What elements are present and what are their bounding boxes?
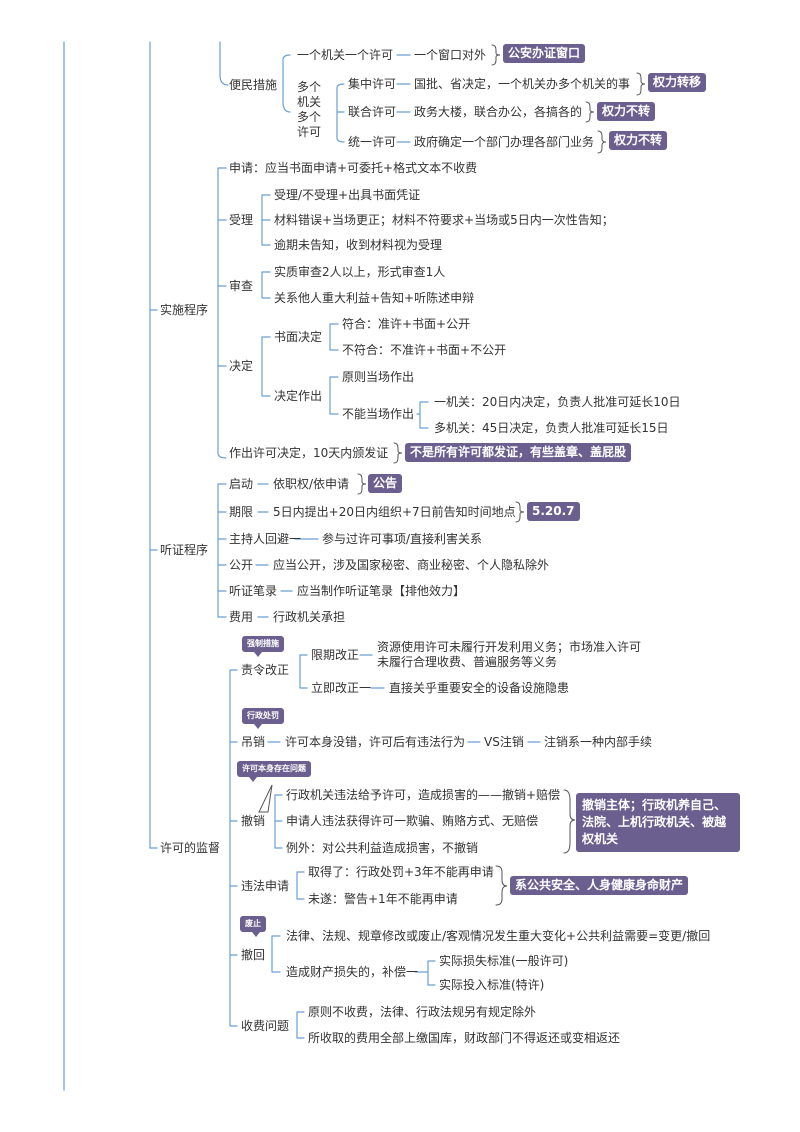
node-deadline-correct: 限期改正 [311,648,360,662]
node-centralized-desc: 国批、省决定，一个机关办多个机关的事 [414,77,631,91]
node-withdraw-2: 造成财产损失的，补偿一 [286,965,419,979]
node-not-on-site: 不能当场作出 [342,407,415,421]
tag-not-all-certificates: 不是所有许可都发证，有些盖章、盖屁股 [405,443,632,462]
node-public-desc: 应当公开，涉及国家秘密、商业秘密、个人隐私除外 [273,558,550,572]
node-rescind-2: 申请人违法获得许可一欺骗、贿赂方式、无赔偿 [286,814,539,828]
node-one-window: 一个窗口对外 [414,48,487,62]
node-transcript-desc: 应当制作听证笔录【排他效力】 [297,584,466,598]
node-start-desc: 依职权/依申请 [273,477,350,491]
node-cost-desc: 行政机关承担 [273,610,346,624]
tag-power-transfer: 权力转移 [648,73,707,92]
node-acceptance-1: 受理/不受理+出具书面凭证 [274,188,421,202]
node-recusal: 主持人回避一 [229,532,302,546]
node-transcript: 听证笔录 [229,584,278,598]
tag-power-stay-2: 权力不转 [609,131,668,150]
node-centralized: 集中许可 [348,77,397,91]
node-immediate-correct-desc: 直接关乎重要安全的设备设施隐患 [389,681,570,695]
tag-police-window: 公安办证窗口 [503,44,586,63]
node-deadline-correct-desc-1: 资源使用许可未履行开发利用义务；市场准入许可 [377,640,642,654]
node-hearing: 听证程序 [160,543,209,557]
node-cost: 费用 [229,610,254,624]
node-implementation: 实施程序 [160,303,209,317]
node-written-decision: 书面决定 [274,330,323,344]
node-order-correct: 责令改正 [241,663,290,677]
node-illegal-attempted: 未遂：警告+1年不能再申请 [308,892,458,906]
badge-penalty: 行政处罚 [242,708,284,729]
node-decision-made: 决定作出 [274,389,323,403]
node-revoke-license-desc: 许可本身没错，许可后有违法行为 [285,735,466,749]
node-noncompliant: 不符合：不准许+书面+不公开 [342,343,507,357]
node-recusal-desc: 参与过许可事项/直接利害关系 [322,532,483,546]
tag-power-stay-1: 权力不转 [597,102,656,121]
badge-coercive: 强制措施 [242,636,284,657]
node-one-agency: 一个机关一个许可 [297,48,394,62]
node-actual-investment: 实际投入标准(特许) [439,978,545,992]
node-review-2: 关系他人重大利益+告知+听陈述申辩 [274,291,475,305]
node-start: 启动 [229,477,254,491]
node-decision: 决定 [229,359,254,373]
node-immediate-correct: 立即改正一 [311,681,372,695]
node-public: 公开 [229,558,254,572]
node-fees: 收费问题 [241,1019,290,1033]
node-fees-1: 原则不收费，法律、行政法规另有规定除外 [308,1005,537,1019]
node-withdraw: 撤回 [241,948,266,962]
node-supervision: 许可的监督 [160,841,221,855]
node-unified: 统一许可 [348,135,397,149]
node-rescind-3: 例外：对公共利益造成损害，不撤销 [286,841,479,855]
node-bianmin: 便民措施 [229,78,278,92]
node-multi-agency-deadline: 多机关：45日决定，负责人批准可延长15日 [434,421,669,435]
node-acceptance-2: 材料错误+当场更正；材料不符要求+当场或5日内一次性告知； [274,213,614,227]
badge-license-issue: 许可本身存在问题 [237,761,311,782]
badge-abolish: 废止 [240,916,266,937]
tag-public-safety: 系公共安全、人身健康身命财产 [510,876,689,895]
tag-date-rule: 5.20.7 [527,502,580,521]
tag-rescind-subject: 撤销主体；行政机养自己、法院、上机行政机关、被越权机关 [576,793,740,852]
node-on-site: 原则当场作出 [342,370,415,384]
node-rescind-1: 行政机关违法给予许可，造成损害的——撤销+赔偿 [286,788,561,802]
node-issue-license: 作出许可决定，10天内颁发证 [229,446,389,460]
node-deadline-correct-desc-2: 未履行合理收费、普遍服务等义务 [377,655,558,669]
node-rescind: 撤销 [241,814,266,828]
node-revoke-license: 吊销 [241,735,266,749]
node-review-1: 实质审查2人以上，形式审查1人 [274,265,446,279]
node-joint-desc: 政务大楼，联合办公，各搞各的 [414,105,583,119]
node-fees-2: 所收取的费用全部上缴国库，财政部门不得返还或变相返还 [308,1031,621,1045]
node-actual-loss: 实际损失标准(一般许可) [439,954,569,968]
node-vs-cancel: VS注销 [484,735,524,749]
node-one-agency-deadline: 一机关：20日内决定，负责人批准可延长10日 [434,395,681,409]
node-application: 申请：应当书面申请+可委托+格式文本不收费 [229,161,478,175]
node-illegal-obtained: 取得了：行政处罚+3年不能再申请 [308,865,494,879]
tag-announcement: 公告 [368,474,403,493]
node-unified-desc: 政府确定一个部门办理各部门业务 [414,135,595,149]
node-deadline-desc: 5日内提出+20日内组织+7日前告知时间地点 [273,505,516,519]
node-deadline: 期限 [229,505,254,519]
node-illegal-application: 违法申请 [241,879,290,893]
node-multi-agency: 多个机关多个许可 [297,80,322,139]
node-cancel-desc: 注销系一种内部手续 [544,735,653,749]
node-acceptance: 受理 [229,213,254,227]
node-compliant: 符合：准许+书面+公开 [342,317,471,331]
node-joint: 联合许可 [348,105,397,119]
node-review: 审查 [229,279,254,293]
node-withdraw-1: 法律、法规、规章修改或废止/客观情况发生重大变化+公共利益需要=变更/撤回 [286,929,711,943]
node-acceptance-3: 逾期未告知，收到材料视为受理 [274,238,443,252]
